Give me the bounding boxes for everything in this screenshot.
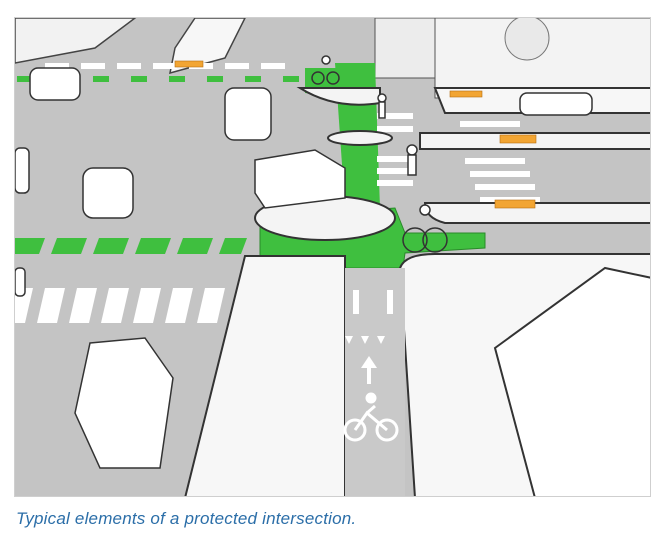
bike-crossing-stripes — [377, 113, 413, 186]
right-corner-island — [423, 202, 650, 224]
sidewalk-top-left — [15, 18, 137, 64]
sidewalk-bottom-left — [184, 255, 346, 496]
figure-caption: Typical elements of a protected intersec… — [16, 509, 357, 528]
tree — [504, 18, 550, 61]
median-top — [169, 18, 246, 75]
direction-arrow-icon — [361, 356, 377, 384]
median-island — [327, 130, 393, 146]
bicycle-symbol-icon — [343, 392, 399, 442]
green-dashes-left — [15, 238, 247, 254]
building-bottom-right — [493, 266, 650, 496]
crosswalk-top — [45, 63, 285, 69]
bike-lane-markings — [345, 290, 393, 344]
building-corner — [374, 18, 436, 79]
cars — [15, 67, 593, 469]
people — [311, 55, 448, 253]
intersection-drawing — [15, 18, 650, 496]
intersection-illustration — [14, 17, 651, 497]
